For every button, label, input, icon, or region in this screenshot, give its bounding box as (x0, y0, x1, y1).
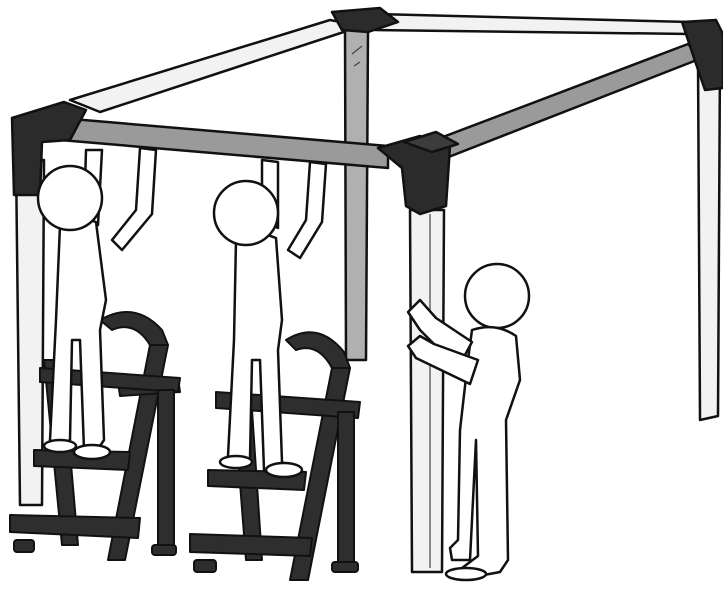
beam-front (60, 118, 388, 168)
person-left-head (38, 166, 102, 230)
person-middle (214, 160, 326, 477)
post-back-right (698, 56, 720, 420)
back-frame (70, 8, 723, 420)
beam-right (435, 44, 702, 158)
person-middle-head (214, 181, 278, 245)
beam-back-left (70, 20, 362, 112)
post-back-middle (345, 30, 368, 360)
post-front-right (410, 210, 444, 572)
person-right-head (465, 264, 529, 328)
beam-back (375, 14, 690, 34)
